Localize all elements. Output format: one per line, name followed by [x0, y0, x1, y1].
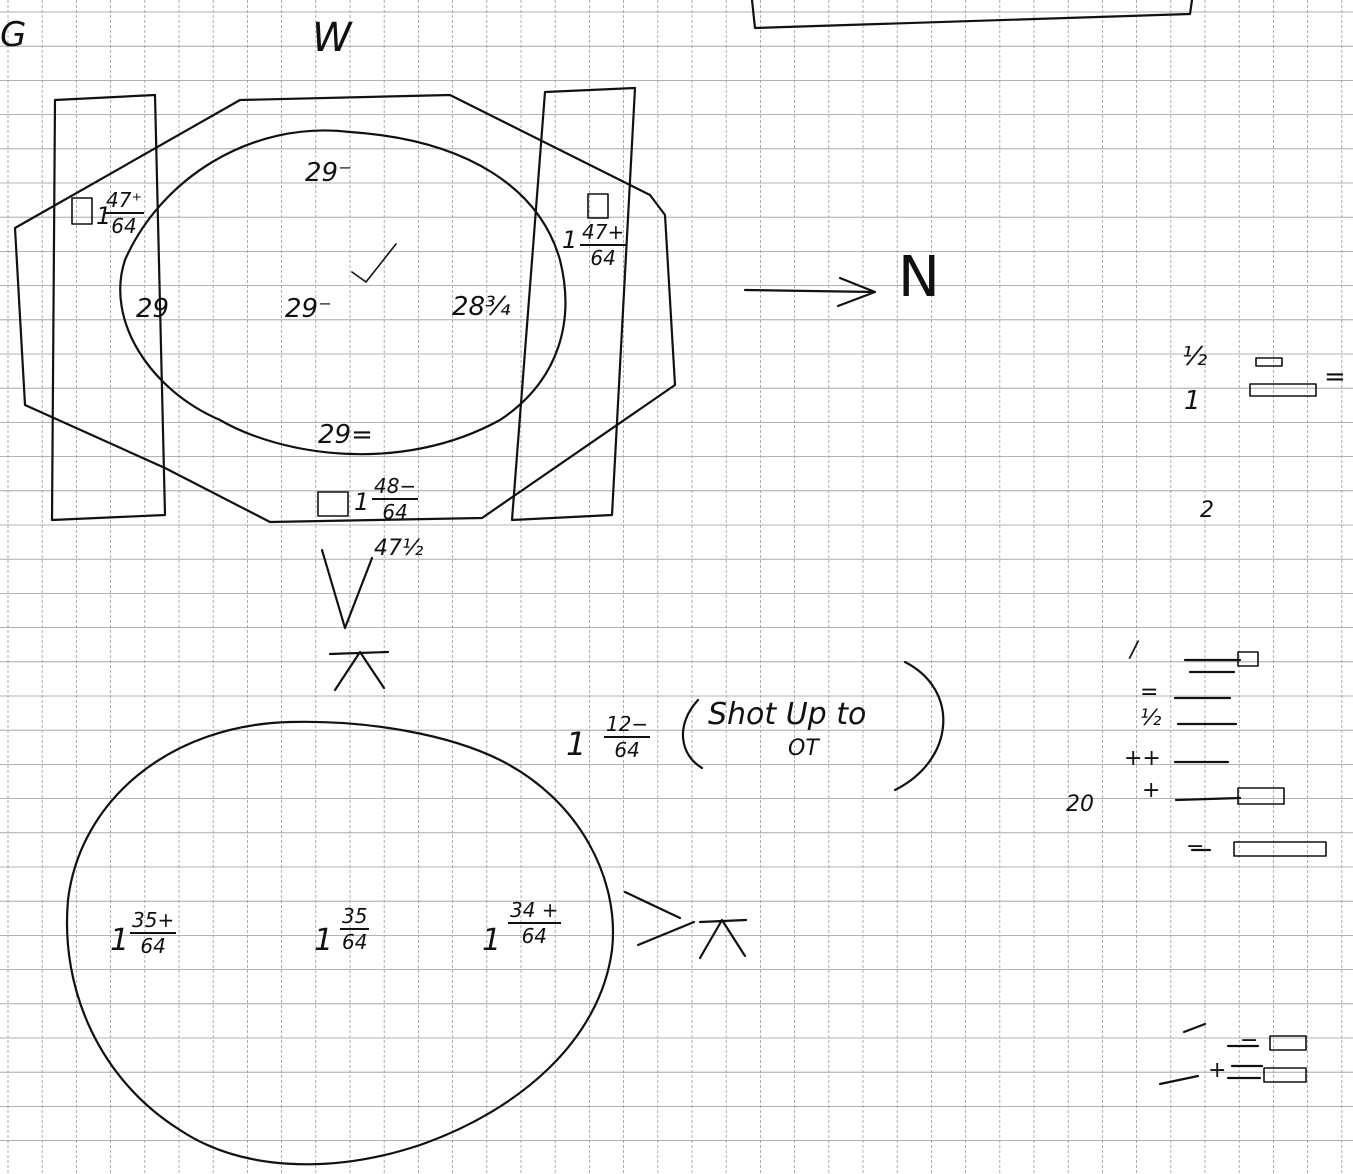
- legend-bottom-mark-1: −: [1240, 1028, 1259, 1053]
- square-symbol-left: [71, 197, 93, 225]
- reading-3-fraction: 34 + 64: [508, 900, 561, 946]
- middle-denominator: 64: [614, 738, 640, 762]
- legend-lower-mark-4: ++: [1124, 746, 1161, 771]
- legend-upper-equals: =: [1324, 362, 1346, 392]
- legend-lower-mark-2: =: [1140, 680, 1159, 705]
- legend-lower-number: 20: [1066, 792, 1094, 817]
- corner-label: G: [0, 15, 27, 55]
- reading-3-numerator: 34 +: [508, 898, 561, 924]
- square-right-numerator: 47+: [580, 220, 627, 246]
- remark-bracket: [682, 660, 945, 792]
- legend-lines-bottom: [1158, 1022, 1264, 1086]
- square-left-numerator: 47⁺: [104, 188, 145, 214]
- check-mark-icon: [351, 243, 397, 283]
- middle-whole: 1: [566, 725, 587, 763]
- legend-rect-small: [1255, 357, 1283, 367]
- instrument-symbol-lower: [698, 918, 748, 960]
- reading-3-whole: 1: [482, 923, 502, 958]
- reading-1-denominator: 64: [140, 934, 166, 958]
- square-right-fraction: 47+ 64: [580, 220, 627, 270]
- legend-rect-long: [1249, 383, 1317, 397]
- legend-lower-mark-1: /: [1130, 638, 1138, 663]
- square-left-denominator: 64: [111, 214, 137, 238]
- legend-square-1: [1237, 651, 1259, 667]
- square-symbol-bottom: [317, 491, 349, 517]
- north-arrow: [743, 276, 877, 308]
- reading-2-fraction: 35 64: [340, 904, 370, 954]
- diameter-bottom: 29=: [318, 420, 373, 450]
- legend-lower-mark-5: +: [1142, 778, 1161, 803]
- square-right-whole: 1: [562, 226, 578, 254]
- square-right-denominator: 64: [590, 246, 616, 270]
- legend-lines-lower: [1173, 658, 1242, 852]
- legend-upper-mark-2: 1: [1184, 386, 1201, 416]
- square-left-fraction: 47⁺ 64: [104, 188, 145, 238]
- legend-lower-mark-3: ½: [1140, 706, 1162, 731]
- lower-circle: [65, 720, 615, 1166]
- legend-lower-mark-6: −: [1186, 834, 1205, 859]
- reading-3-denominator: 64: [521, 924, 548, 948]
- reading-2-whole: 1: [314, 923, 334, 958]
- reading-2-numerator: 35: [340, 904, 370, 930]
- octagon-outline: [13, 93, 677, 524]
- legend-rect-2: [1237, 787, 1285, 805]
- left-strip-outline: [50, 93, 167, 522]
- right-strip-outline: [510, 86, 637, 522]
- square-bottom-denominator: 64: [382, 500, 408, 524]
- angle-lines: [320, 548, 374, 630]
- west-label: W: [312, 15, 352, 61]
- reading-2-denominator: 64: [342, 930, 368, 954]
- instrument-symbol-upper: [328, 650, 390, 692]
- square-symbol-right: [587, 193, 609, 219]
- diameter-top: 29⁻: [305, 158, 352, 188]
- diameter-left: 29: [136, 294, 170, 324]
- legend-upper-extra: 2: [1200, 498, 1214, 523]
- legend-bottom-mark-2: +: [1208, 1058, 1227, 1083]
- legend-rect-3: [1233, 841, 1327, 857]
- inner-circle: [119, 129, 567, 456]
- sight-lines: [623, 890, 696, 947]
- angle-label: 47½: [374, 536, 424, 561]
- square-bottom-whole: 1: [354, 488, 370, 516]
- middle-fraction: 12− 64: [604, 712, 651, 762]
- square-left-whole: 1: [96, 202, 112, 230]
- legend-rect-bottom-1: [1269, 1035, 1307, 1051]
- reading-1-whole: 1: [110, 923, 130, 958]
- middle-remark-line1: Shot Up to: [708, 697, 867, 732]
- reading-1-fraction: 35+ 64: [130, 908, 177, 958]
- square-bottom-fraction: 48− 64: [372, 474, 419, 524]
- diameter-right: 28¾: [452, 292, 511, 322]
- legend-upper-mark-1: ½: [1182, 342, 1208, 372]
- north-label: N: [898, 245, 940, 310]
- middle-numerator: 12−: [604, 712, 651, 738]
- middle-remark-line2: OT: [788, 736, 819, 761]
- top-box-outline: [750, 0, 1194, 30]
- square-bottom-numerator: 48−: [372, 474, 419, 500]
- diameter-center: 29⁻: [285, 294, 332, 324]
- reading-1-numerator: 35+: [130, 908, 177, 934]
- legend-rect-bottom-2: [1263, 1067, 1307, 1083]
